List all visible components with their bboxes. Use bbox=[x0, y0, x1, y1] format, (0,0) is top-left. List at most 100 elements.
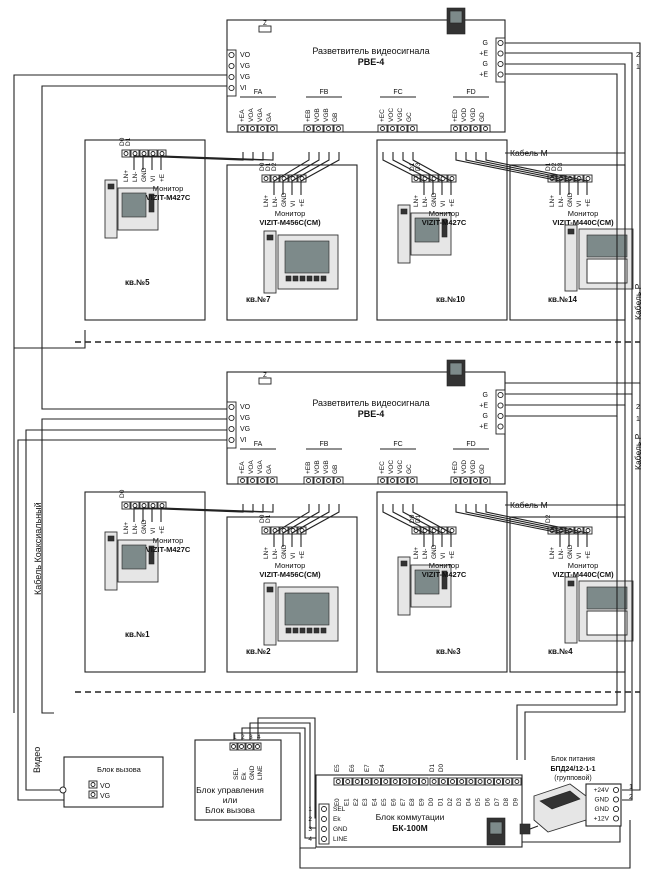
screw-terminal bbox=[497, 423, 504, 430]
group-pin-label: VGA bbox=[257, 108, 264, 122]
monitor-pin-label: +E bbox=[585, 550, 592, 559]
monitor-pin-label: GND bbox=[141, 167, 148, 182]
wire bbox=[299, 820, 631, 869]
monitor-model: VIZIT-M440C(CM) bbox=[552, 218, 614, 227]
screw-terminal bbox=[123, 503, 129, 508]
switch-pin-label: Ek bbox=[333, 816, 341, 823]
handset-grip bbox=[107, 535, 115, 542]
jumper-label: Z bbox=[263, 21, 267, 27]
switch-bus-label: D9 bbox=[513, 798, 520, 806]
power-pin-label: G bbox=[483, 413, 488, 420]
wire bbox=[485, 504, 588, 547]
switch-bus-label: E1 bbox=[343, 798, 350, 806]
screw-terminal bbox=[326, 478, 331, 483]
device-screen-icon bbox=[449, 10, 463, 24]
wire bbox=[249, 722, 316, 829]
screw-terminal bbox=[612, 805, 620, 813]
screw-terminal bbox=[228, 414, 235, 422]
video-pin-label: VG bbox=[240, 426, 250, 433]
monitor-pin-label: LN- bbox=[132, 524, 139, 534]
switch-device-screen bbox=[489, 821, 503, 835]
wire bbox=[465, 152, 570, 195]
screw-terminal bbox=[228, 84, 235, 92]
screw-terminal bbox=[449, 176, 455, 181]
handset bbox=[397, 204, 411, 264]
group-pin-label: VOC bbox=[388, 108, 395, 122]
monitor-pin-label: LN- bbox=[558, 549, 565, 559]
monitor-button bbox=[285, 627, 292, 634]
power-pin-label: G bbox=[483, 40, 488, 47]
monitor-pin-label: GND bbox=[431, 192, 438, 207]
apartment-label: кв.№5 bbox=[125, 278, 150, 287]
switch-bus-label: E9 bbox=[419, 798, 426, 806]
control-block-title: Блок управления bbox=[196, 785, 264, 795]
screw-terminal bbox=[90, 782, 96, 787]
control-pin-label: GND bbox=[249, 765, 256, 780]
screw-terminal bbox=[486, 779, 492, 784]
screw-terminal bbox=[90, 792, 96, 797]
monitor-button bbox=[299, 627, 306, 634]
bus-label: D3 bbox=[415, 162, 422, 171]
power-pin-label: +E bbox=[479, 424, 488, 431]
monitor-screen bbox=[121, 192, 147, 218]
monitor-pin-label: LN+ bbox=[263, 195, 270, 207]
bus-label: D0 bbox=[409, 514, 416, 523]
monitor-pin-label: VI bbox=[576, 201, 583, 207]
monitor-caption: Монитор bbox=[568, 209, 599, 218]
bus-label: D2 bbox=[551, 162, 558, 171]
group-pin-label: +EC bbox=[379, 461, 386, 474]
apartment-label: кв.№2 bbox=[246, 647, 271, 656]
group-pin-label: GD bbox=[479, 112, 486, 122]
group-label: FA bbox=[254, 89, 263, 96]
video-pin-label: VO bbox=[240, 52, 251, 59]
screw-terminal bbox=[514, 779, 520, 784]
apartment-label: кв.№10 bbox=[436, 295, 466, 304]
screw-terminal bbox=[392, 779, 398, 784]
monitor-screen bbox=[284, 240, 330, 274]
jumper-label: Z bbox=[263, 373, 267, 379]
monitor-pin-label: GND bbox=[281, 544, 288, 559]
screw-terminal bbox=[497, 60, 504, 68]
switch-bus-label: D6 bbox=[484, 798, 491, 806]
switch-pin-label: LINE bbox=[333, 836, 348, 843]
switch-bus-label: E5 bbox=[334, 764, 341, 772]
handset-grip bbox=[107, 183, 115, 190]
group-label: FA bbox=[254, 441, 263, 448]
screw-terminal bbox=[383, 779, 389, 784]
wire bbox=[475, 504, 579, 547]
video-pin-label: VI bbox=[240, 85, 247, 92]
monitor-button bbox=[292, 275, 299, 282]
screw-terminal bbox=[410, 126, 415, 131]
apartment-label: кв.№14 bbox=[548, 295, 578, 304]
screw-terminal bbox=[228, 62, 235, 70]
screw-terminal bbox=[483, 478, 488, 483]
handset-grip bbox=[567, 228, 575, 235]
handset bbox=[263, 230, 277, 294]
monitor-pin-label: LN+ bbox=[413, 195, 420, 207]
screw-terminal bbox=[468, 779, 474, 784]
group-label: FD bbox=[466, 441, 475, 448]
wire bbox=[455, 152, 561, 195]
screw-terminal bbox=[159, 503, 165, 508]
power-supply-top-icon bbox=[539, 790, 581, 810]
group-pin-label: +EB bbox=[305, 462, 312, 474]
screw-terminal bbox=[250, 478, 255, 483]
monitor-button bbox=[320, 275, 327, 282]
power-terminal-block bbox=[495, 389, 506, 435]
switch-bus-label: E4 bbox=[379, 764, 386, 772]
wire bbox=[25, 429, 227, 791]
screw-terminal bbox=[463, 126, 468, 131]
screw-terminal bbox=[380, 126, 385, 131]
monitor-buttons bbox=[148, 545, 155, 565]
switch-bus-label: E6 bbox=[390, 798, 397, 806]
handset bbox=[564, 224, 578, 292]
bus-label: D1 bbox=[409, 162, 416, 171]
screw-terminal bbox=[321, 836, 327, 842]
screw-terminal bbox=[239, 744, 244, 749]
handset-grip bbox=[266, 586, 274, 593]
wire bbox=[382, 504, 425, 547]
monitor-caption: Монитор bbox=[153, 184, 184, 193]
monitor-pin-label: LN+ bbox=[549, 547, 556, 559]
group-label: FB bbox=[320, 89, 329, 96]
monitor-model: VIZIT-M427C bbox=[422, 570, 467, 579]
